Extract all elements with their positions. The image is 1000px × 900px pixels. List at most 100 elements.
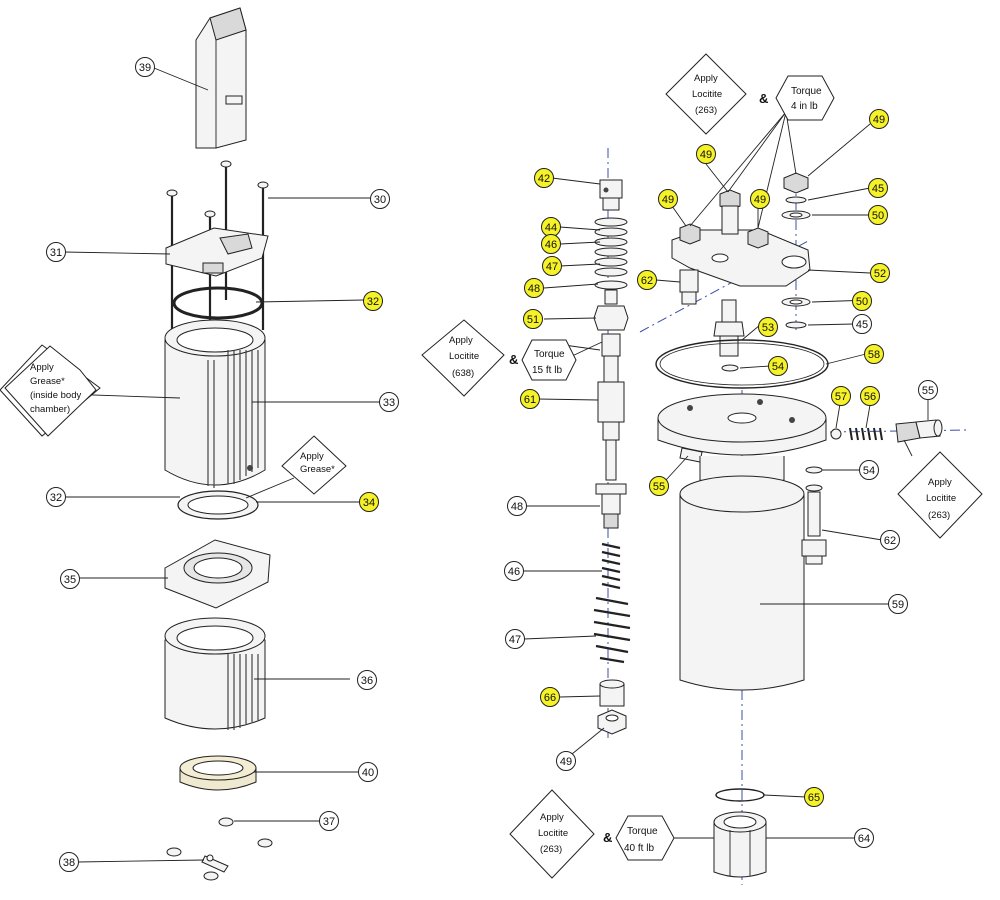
- callout-label: 47: [546, 261, 558, 273]
- callout-circle: [868, 205, 888, 225]
- callout-48: 48: [524, 278, 544, 298]
- callout-33: 33: [379, 392, 399, 412]
- note-locitite-263-right: Apply Locitite (263): [897, 451, 983, 539]
- callout-38: 38: [59, 852, 79, 872]
- callout-label: 45: [856, 319, 868, 331]
- callout-circle: [534, 168, 554, 188]
- callout-circle: [505, 629, 525, 649]
- callout-circle: [768, 356, 788, 376]
- handle-part: [195, 7, 247, 149]
- callout-label: 64: [858, 833, 870, 845]
- callout-49: 49: [869, 109, 889, 129]
- svg-text:Locitite: Locitite: [538, 828, 568, 839]
- callout-47: 47: [542, 256, 562, 276]
- callout-circle: [870, 263, 890, 283]
- callout-label: 42: [538, 173, 550, 185]
- svg-text:40 ft lb: 40 ft lb: [624, 843, 654, 854]
- callout-49: 49: [556, 751, 576, 771]
- callout-circle: [135, 57, 155, 77]
- callout-66: 66: [540, 687, 560, 707]
- callout-label: 33: [383, 397, 395, 409]
- callout-circle: [319, 811, 339, 831]
- callout-circle: [658, 189, 678, 209]
- callout-53: 53: [758, 317, 778, 337]
- callout-label: 45: [872, 183, 884, 195]
- callout-label: 59: [892, 599, 904, 611]
- callout-label: 57: [835, 391, 847, 403]
- callout-label: 44: [545, 222, 557, 234]
- callout-label: 49: [700, 149, 712, 161]
- callout-52: 52: [870, 263, 890, 283]
- callout-label: 31: [50, 247, 62, 259]
- svg-text:chamber): chamber): [30, 404, 70, 415]
- callout-label: 40: [362, 767, 374, 779]
- callout-49: 49: [658, 189, 678, 209]
- bottom-o-ring: [715, 788, 765, 802]
- callout-51: 51: [523, 309, 543, 329]
- seal-ring: [177, 490, 259, 520]
- ampersand-1: &: [509, 352, 518, 367]
- callout-circle: [523, 309, 543, 329]
- right-washer-stack: [781, 172, 811, 329]
- ampersand-2: &: [759, 91, 768, 106]
- callout-61: 61: [520, 389, 540, 409]
- callout-circle: [556, 751, 576, 771]
- side-spring-assembly: [830, 419, 943, 443]
- note-grease-seal: Apply Grease*: [281, 435, 347, 495]
- small-washer: [721, 364, 739, 372]
- callout-circle: [46, 242, 66, 262]
- note-torque-40: Torque 40 ft lb: [615, 815, 675, 861]
- callout-48: 48: [507, 496, 527, 516]
- callout-35: 35: [60, 569, 80, 589]
- callout-circle: [637, 270, 657, 290]
- callout-circle: [524, 278, 544, 298]
- callout-label: 48: [511, 501, 523, 513]
- callout-label: 39: [139, 62, 151, 74]
- ampersand-3: &: [603, 830, 612, 845]
- callout-label: 32: [367, 296, 379, 308]
- callout-49: 49: [696, 144, 716, 164]
- callout-39: 39: [135, 57, 155, 77]
- svg-text:Apply: Apply: [449, 335, 473, 346]
- callout-circle: [649, 476, 669, 496]
- callout-57: 57: [831, 386, 851, 406]
- callout-label: 46: [545, 239, 557, 251]
- callout-circle: [859, 460, 879, 480]
- callout-58: 58: [864, 344, 884, 364]
- head-cap: [657, 393, 827, 488]
- callout-32: 32: [46, 487, 66, 507]
- callout-47: 47: [505, 629, 525, 649]
- top-plate: [165, 227, 269, 277]
- callout-label: 54: [772, 361, 784, 373]
- callout-label: 30: [374, 194, 386, 206]
- callout-label: 61: [524, 394, 536, 406]
- callout-label: 50: [872, 210, 884, 222]
- large-o-ring: [655, 339, 829, 389]
- callout-circle: [379, 392, 399, 412]
- svg-text:Apply: Apply: [694, 73, 718, 84]
- body-chamber: [164, 319, 266, 488]
- svg-text:Locitite: Locitite: [449, 351, 479, 362]
- callout-59: 59: [888, 594, 908, 614]
- svg-text:Torque: Torque: [627, 826, 658, 837]
- svg-text:(inside body: (inside body: [30, 390, 81, 401]
- callout-circle: [520, 389, 540, 409]
- svg-text:Apply: Apply: [540, 812, 564, 823]
- callout-circle: [507, 496, 527, 516]
- svg-text:Torque: Torque: [534, 349, 565, 360]
- callout-44: 44: [541, 217, 561, 237]
- note-torque-15: Torque 15 ft lb: [521, 339, 577, 381]
- callout-label: 53: [762, 322, 774, 334]
- callout-55: 55: [918, 380, 938, 400]
- callout-circle: [852, 314, 872, 334]
- callout-circle: [860, 386, 880, 406]
- callout-circle: [758, 317, 778, 337]
- o-ring-top: [172, 286, 264, 320]
- callout-45: 45: [868, 178, 888, 198]
- callout-label: 49: [873, 114, 885, 126]
- callout-label: 55: [653, 481, 665, 493]
- svg-text:Apply: Apply: [30, 362, 54, 373]
- callout-circle: [750, 189, 770, 209]
- callout-circle: [46, 487, 66, 507]
